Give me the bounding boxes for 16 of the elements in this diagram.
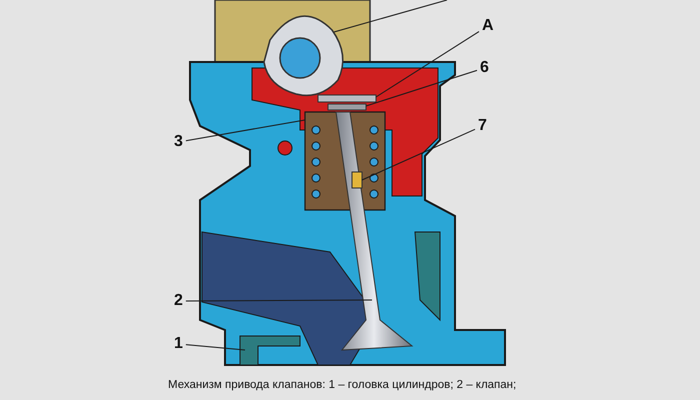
callout-number: A <box>482 18 494 34</box>
leader-line <box>334 0 448 32</box>
leader-line <box>185 344 246 350</box>
callout-number: 3 <box>174 134 183 150</box>
cam-drawing <box>263 15 344 96</box>
valve-stem-seal <box>352 172 362 188</box>
callout-number: 2 <box>174 293 183 309</box>
callout-number: 6 <box>480 60 489 76</box>
leader-line <box>366 70 478 106</box>
leader-line <box>376 31 480 98</box>
valve-drawing <box>335 112 414 351</box>
callout-number: 1 <box>174 336 183 352</box>
caption: Механизм привода клапанов: 1 – головка цилиндров; 2 – клапан; <box>168 378 516 392</box>
callout-number: 7 <box>478 118 487 134</box>
leader-line <box>185 120 306 142</box>
leader-line <box>185 300 372 302</box>
